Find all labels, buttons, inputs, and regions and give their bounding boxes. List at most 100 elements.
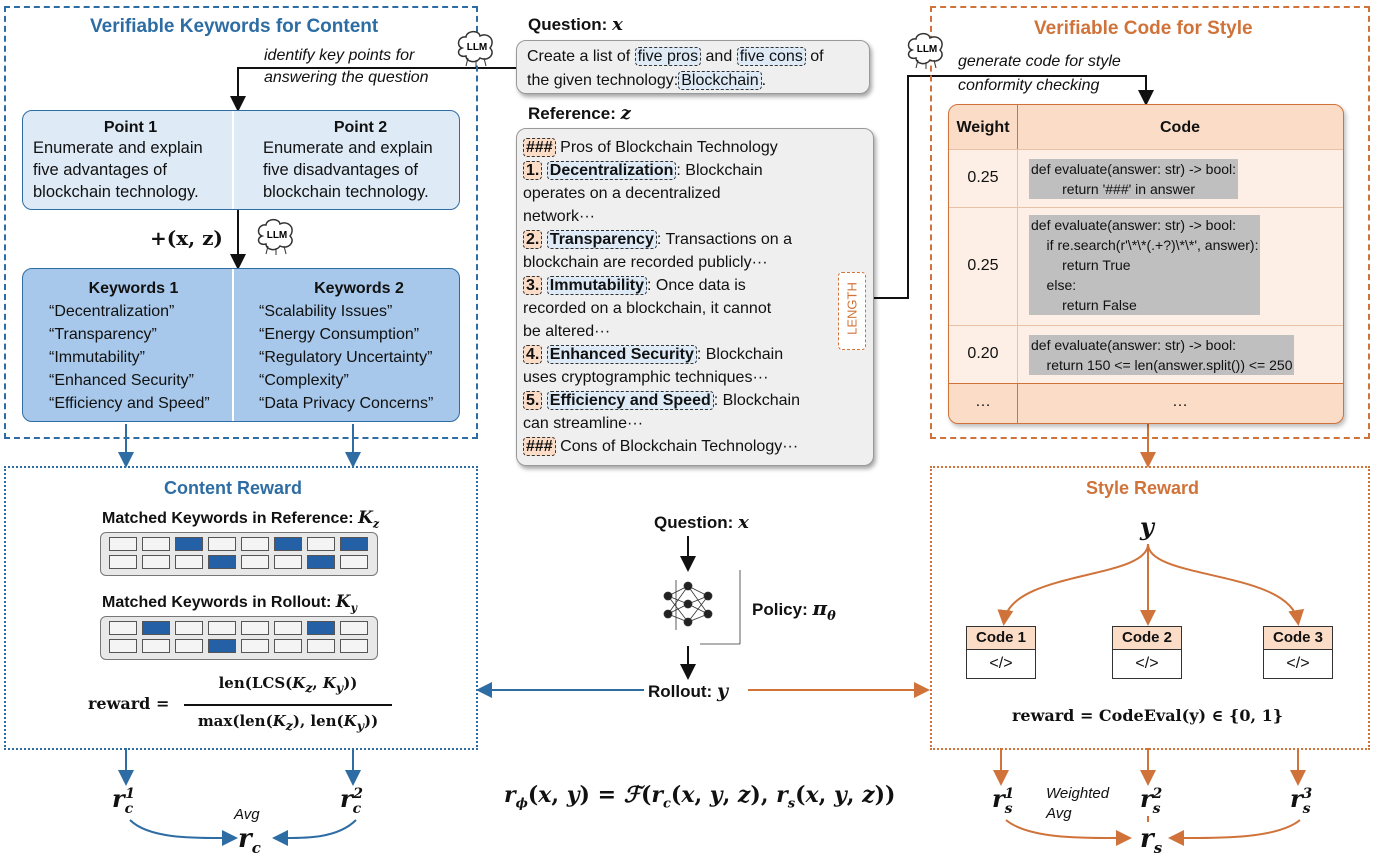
reference-continuation: can streamline···: [523, 415, 644, 432]
reference-rest: : Blockchain: [713, 392, 800, 409]
content-reward-denominator: max(len(Kz), len(Ky)): [197, 712, 379, 733]
reference-keyword: Enhanced Security: [546, 345, 697, 364]
reference-continuation: network···: [523, 208, 596, 225]
weight-cell: …: [975, 393, 991, 410]
policy-question-label: Question:: [654, 513, 734, 532]
reference-keyword: Immutability: [546, 276, 648, 295]
avg-text: Avg: [1046, 805, 1072, 822]
question-text: of: [810, 48, 824, 65]
content-reward-numerator: len(LCS(Kz, Ky)): [218, 674, 358, 695]
code-icon: </>: [1286, 655, 1310, 672]
reference-tag: ###: [523, 138, 556, 157]
matched-keyword-cell: [142, 621, 170, 635]
keyword-cell: [307, 639, 335, 653]
point-1-line: Enumerate and explain: [33, 139, 203, 157]
rollout-label: Rollout: y: [648, 680, 728, 702]
neural-network-icon: [663, 570, 741, 645]
keyword-item: “Efficiency and Speed”: [49, 395, 210, 412]
point-2: Point 2 Enumerate and explain five disad…: [263, 119, 458, 203]
roll-keywords-label: Matched Keywords in Rollout: Ky: [102, 592, 357, 614]
content-reward-title: Content Reward: [164, 478, 303, 498]
reference-line: 1. Decentralization: Blockchain: [523, 159, 843, 182]
question-text: Create a list of: [527, 48, 631, 65]
keyword-cell: [208, 537, 236, 551]
instruction-line-1: identify key points for: [264, 47, 415, 64]
reference-tag: 5.: [523, 391, 543, 410]
ref-keywords-text: Matched Keywords in Reference:: [102, 510, 354, 527]
reference-line: operates on a decentralized: [523, 182, 843, 205]
reference-rest: : Transactions on a: [656, 231, 793, 248]
point-1: Point 1 Enumerate and explain five advan…: [33, 119, 228, 203]
y-symbol: y: [1140, 512, 1154, 541]
keyword-cell: [208, 621, 236, 635]
reference-continuation: operates on a decentralized: [523, 185, 721, 202]
reference-line: 5. Efficiency and Speed: Blockchain: [523, 389, 843, 412]
rs-symbol: rs: [1140, 824, 1163, 858]
rs2-symbol: rs2: [1140, 784, 1163, 817]
weight-cell: 0.20: [967, 345, 999, 362]
question-text: the given technology:: [527, 72, 679, 89]
keyword-cell: [274, 639, 302, 653]
rc-symbol: rc: [238, 824, 261, 858]
ref-keywords-label: Matched Keywords in Reference: Kz: [102, 508, 379, 530]
llm-label: LLM: [917, 44, 938, 55]
rollout-var: y: [716, 680, 728, 702]
reference-line: uses cryptogramphic techniques···: [523, 366, 843, 389]
keyword-item: “Decentralization”: [49, 303, 175, 320]
keyword-cell: [175, 621, 203, 635]
keyword-cell: [241, 621, 269, 635]
keyword-cell: [241, 555, 269, 569]
style-reward-panel: [930, 466, 1370, 750]
point-1-line: blockchain technology.: [33, 183, 199, 201]
fraction-bar: [184, 704, 392, 706]
style-reward-lhs: reward =: [1012, 706, 1094, 725]
point-1-title: Point 1: [103, 119, 158, 136]
keywords-2-title: Keywords 2: [314, 280, 404, 297]
code-3-label: Code 3: [1264, 627, 1332, 650]
roll-keywords-text: Matched Keywords in Rollout:: [102, 594, 332, 611]
matched-keyword-cell: [208, 639, 236, 653]
weight-cell: 0.25: [967, 257, 999, 274]
code-panel-title: Verifiable Code for Style: [1034, 18, 1253, 39]
reference-continuation: recorded on a blockchain, it cannot: [523, 300, 772, 317]
keyword-item: “Energy Consumption”: [259, 326, 420, 343]
reference-tag: ###: [523, 437, 556, 456]
keyword-cell: [274, 555, 302, 569]
code-icon: </>: [989, 655, 1013, 672]
reference-line: 2. Transparency: Transactions on a: [523, 228, 843, 251]
keyword-item: “Enhanced Security”: [49, 372, 194, 389]
length-label: LENGTH: [844, 282, 860, 335]
keyword-item: “Complexity”: [259, 372, 349, 389]
policy-question: Question: x: [654, 512, 749, 533]
points-box: Point 1 Enumerate and explain five advan…: [22, 110, 460, 210]
point-2-line: blockchain technology.: [263, 183, 429, 201]
weighted-text: Weighted: [1046, 785, 1110, 802]
content-reward-lhs: reward =: [88, 694, 170, 713]
roll-keyword-grid: [100, 616, 378, 660]
style-reward-formula: reward = CodeEval(y) ∈ {0, 1}: [1012, 706, 1283, 725]
overall-formula: rϕ(x, y) = ℱ(rc(x, y, z), rs(x, y, z)): [504, 782, 896, 812]
reference-continuation: blockchain are recorded publicly···: [523, 254, 768, 271]
reference-continuation: be altered···: [523, 323, 611, 340]
reference-tag: 3.: [523, 276, 543, 295]
code-3-box: Code 3 </>: [1263, 626, 1333, 679]
reference-rest: Cons of Blockchain Technology···: [560, 438, 799, 455]
keywords-1-title: Keywords 1: [88, 280, 179, 297]
reference-rest: : Blockchain: [696, 346, 784, 363]
keyword-cell: [109, 537, 137, 551]
keyword-item: “Immutability”: [49, 349, 146, 366]
avg-label: Avg: [234, 806, 260, 823]
reference-tag: 1.: [523, 161, 543, 180]
keyword-item: “Transparency”: [49, 326, 157, 343]
llm-label: LLM: [467, 42, 488, 53]
reference-line: network···: [523, 205, 843, 228]
question-var: x: [612, 14, 623, 35]
policy-question-var: x: [738, 512, 749, 533]
llm-icon: LLM: [254, 216, 300, 258]
pi-symbol: π: [812, 596, 828, 620]
point-2-line: five disadvantages of: [263, 161, 419, 179]
keyword-cell: [340, 555, 368, 569]
code-2-label: Code 2: [1113, 627, 1181, 650]
reference-line: blockchain are recorded publicly···: [523, 251, 843, 274]
policy-text: Policy:: [752, 600, 808, 619]
